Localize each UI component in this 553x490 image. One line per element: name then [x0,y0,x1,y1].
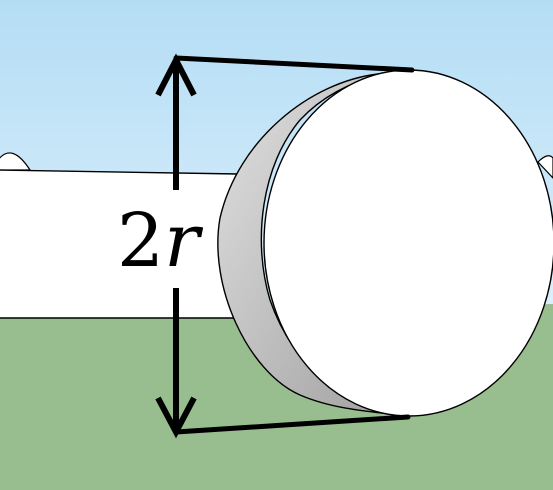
diameter-label-coefficient: 2 [117,198,164,284]
dimension-arrowhead-down [155,396,197,439]
dimension-arrowhead-up [155,53,197,97]
top-tangent-line [173,55,415,73]
diameter-label-variable: r [164,198,204,284]
cylinder-face [263,69,553,417]
diameter-label: 2r [117,198,204,284]
bottom-tangent-line [173,414,411,435]
distant-mound-right [537,155,553,179]
